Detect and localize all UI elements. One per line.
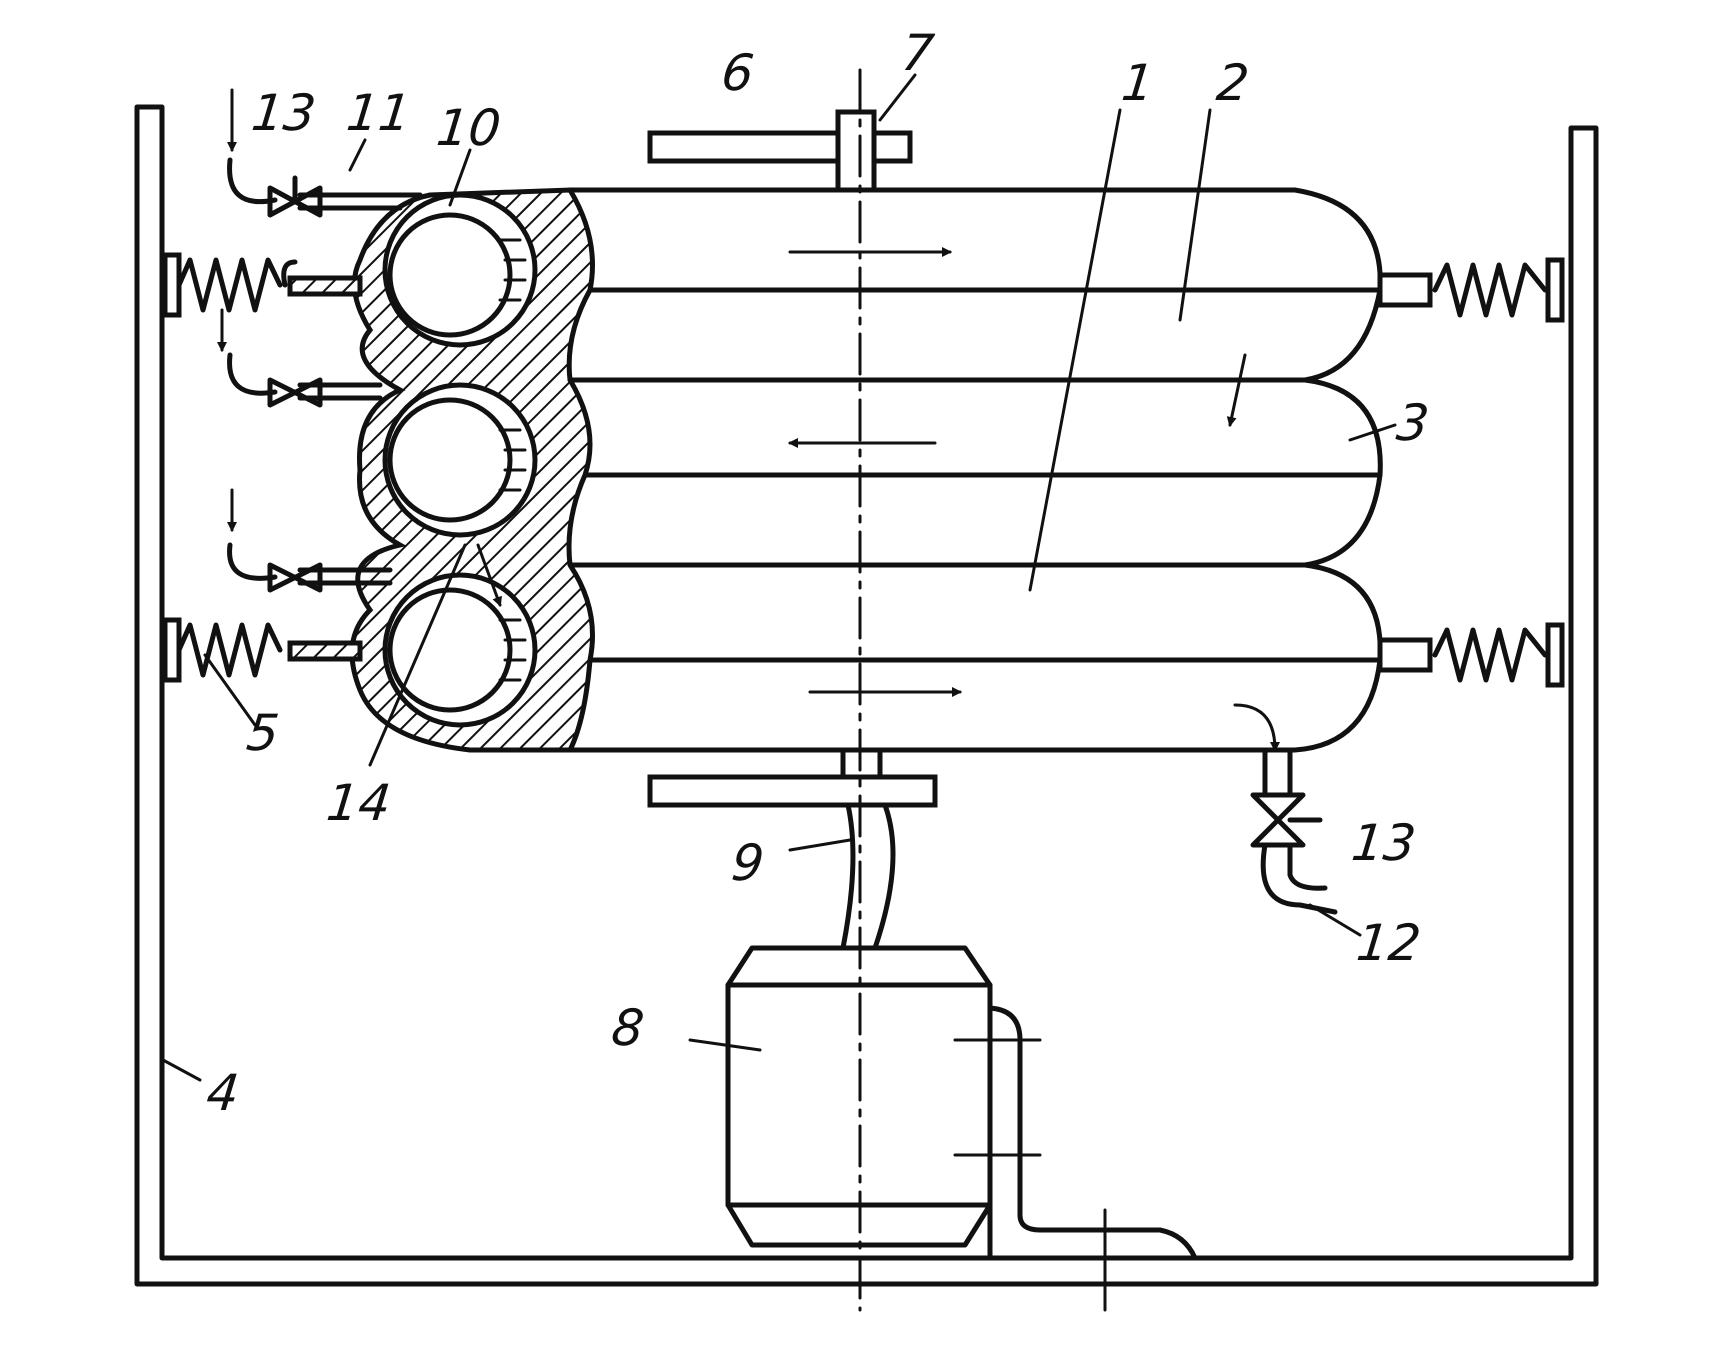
label-4: 4 <box>204 1063 242 1122</box>
drum-body <box>567 187 1383 753</box>
label-13-left: 13 <box>249 83 319 142</box>
label-8: 8 <box>609 998 647 1057</box>
valve-13-left <box>267 175 323 593</box>
housing-tank <box>134 104 1599 1287</box>
motor <box>725 945 1198 1312</box>
label-12: 12 <box>1354 913 1424 972</box>
label-3: 3 <box>1394 393 1432 452</box>
leader-lines <box>161 73 1397 1082</box>
label-2: 2 <box>1214 53 1252 112</box>
label-11: 11 <box>344 83 414 142</box>
label-5: 5 <box>244 703 282 762</box>
left-springs <box>162 252 363 683</box>
flow-arrows <box>476 247 1280 752</box>
label-9: 9 <box>729 833 767 892</box>
label-6: 6 <box>719 43 757 102</box>
bottom-plate-and-shaft <box>647 747 938 951</box>
label-14: 14 <box>324 773 394 832</box>
inlet-pipes <box>217 88 423 586</box>
drum-left-end-hatched <box>349 187 595 753</box>
label-7: 7 <box>899 23 937 82</box>
label-10: 10 <box>434 98 504 157</box>
right-springs <box>1377 257 1565 688</box>
part-labels: 1 2 3 4 5 6 7 8 9 10 11 12 13 13 14 <box>204 23 1432 1122</box>
label-13-right: 13 <box>1349 813 1419 872</box>
outlet-pipe <box>1250 747 1338 915</box>
label-1: 1 <box>1119 53 1157 112</box>
top-plate-and-bearing <box>647 109 913 193</box>
